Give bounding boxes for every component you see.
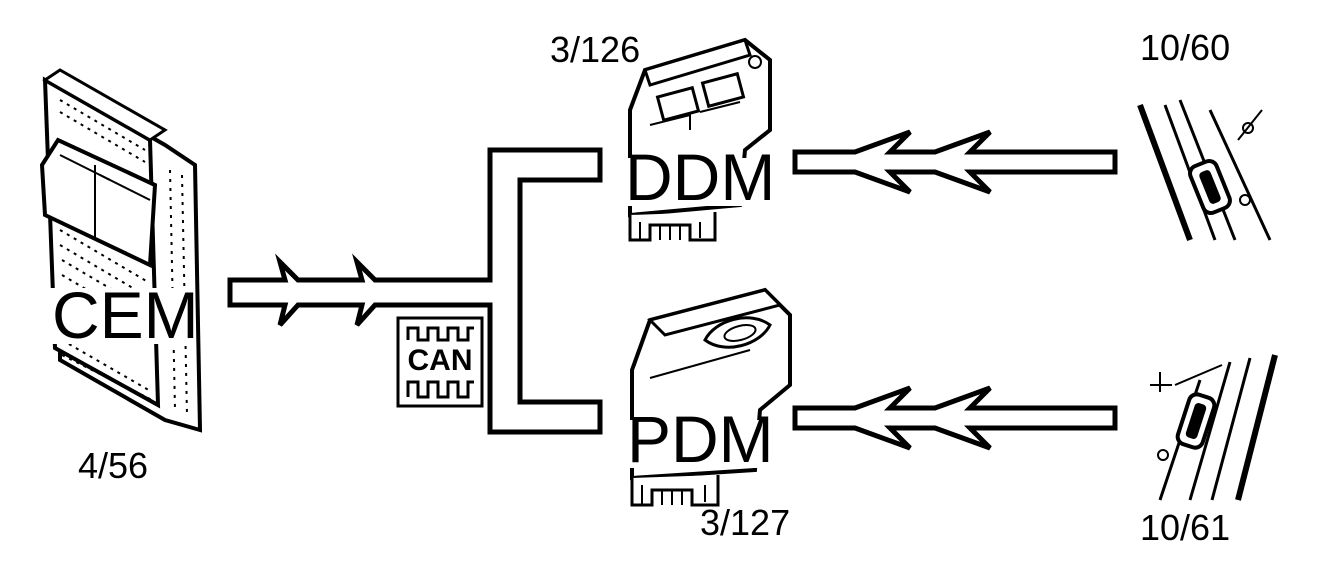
driver-switch-ref-label: 10/60 xyxy=(1140,27,1230,68)
passenger-door-switch xyxy=(1150,354,1278,501)
cem-module: CEM xyxy=(39,68,203,433)
ddm-switch-link xyxy=(792,129,1118,195)
passenger-switch-ref-label: 10/61 xyxy=(1140,507,1230,548)
ddm-ref-label: 3/126 xyxy=(550,29,640,70)
can-bus-icon: CAN xyxy=(396,316,484,408)
pdm-switch-link xyxy=(792,385,1118,451)
can-bus-trunk xyxy=(227,147,603,435)
cem-ref-label: 4/56 xyxy=(78,445,148,486)
cem-label: CEM xyxy=(52,278,199,352)
ddm-module: DDM xyxy=(622,37,775,242)
can-label: CAN xyxy=(408,344,473,377)
pdm-module: PDM xyxy=(624,287,792,507)
ddm-label: DDM xyxy=(625,140,775,214)
pdm-ref-label: 3/127 xyxy=(700,502,790,543)
pdm-label: PDM xyxy=(627,402,774,476)
driver-door-switch xyxy=(1137,99,1272,242)
